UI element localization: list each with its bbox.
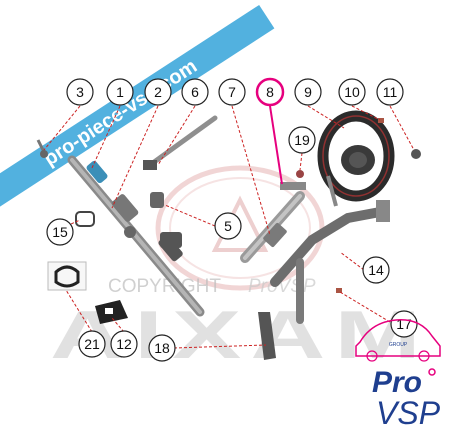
bellows-part bbox=[150, 192, 182, 248]
callout-12[interactable]: 12 bbox=[110, 330, 138, 358]
svg-text:21: 21 bbox=[84, 336, 100, 352]
pedal-support-part bbox=[270, 175, 390, 324]
watermark-copyright: COPYRIGHT bbox=[108, 276, 221, 297]
steering-nut-part bbox=[411, 149, 421, 159]
callout-1[interactable]: 1 bbox=[106, 78, 134, 106]
svg-text:6: 6 bbox=[191, 84, 199, 100]
site-banner-text: pro-piece-vsp.com bbox=[40, 55, 201, 170]
callout-8-highlighted[interactable]: 8 bbox=[255, 77, 285, 107]
callout-15[interactable]: 15 bbox=[46, 218, 74, 246]
brand-pro-text: Pro bbox=[372, 366, 422, 399]
callout-group: 1 2 3 5 6 7 8 9 10 11 12 14 15 17 18 19 … bbox=[46, 77, 418, 362]
svg-text:8: 8 bbox=[266, 84, 274, 100]
car-silhouette-icon bbox=[355, 319, 441, 357]
screw-part bbox=[378, 118, 384, 123]
callout-18[interactable]: 18 bbox=[148, 334, 176, 362]
svg-text:5: 5 bbox=[224, 218, 232, 234]
callout-7[interactable]: 7 bbox=[218, 78, 246, 106]
callout-5[interactable]: 5 bbox=[214, 212, 242, 240]
callout-9[interactable]: 9 bbox=[294, 78, 322, 106]
svg-text:12: 12 bbox=[116, 336, 132, 352]
callout-11[interactable]: 11 bbox=[376, 78, 404, 106]
svg-text:9: 9 bbox=[304, 84, 312, 100]
intermediate-shaft-part bbox=[143, 115, 218, 170]
svg-text:19: 19 bbox=[294, 132, 310, 148]
brand-vsp-text: VSP bbox=[376, 395, 441, 431]
washer-part bbox=[75, 211, 95, 227]
callout-3[interactable]: 3 bbox=[66, 78, 94, 106]
callout-6[interactable]: 6 bbox=[181, 78, 209, 106]
svg-text:11: 11 bbox=[383, 84, 398, 100]
callout-19[interactable]: 19 bbox=[288, 126, 316, 154]
clamp-part bbox=[47, 261, 87, 291]
svg-text:7: 7 bbox=[228, 84, 236, 100]
small-screw-part bbox=[336, 288, 342, 293]
callout-2[interactable]: 2 bbox=[144, 78, 172, 106]
leader-lines bbox=[43, 105, 415, 349]
steering-wheel-part bbox=[317, 110, 395, 202]
svg-text:18: 18 bbox=[154, 340, 170, 356]
pedal-part bbox=[258, 312, 276, 360]
svg-text:10: 10 bbox=[344, 84, 360, 100]
svg-text:3: 3 bbox=[76, 84, 84, 100]
callout-21[interactable]: 21 bbox=[78, 330, 106, 358]
svg-text:1: 1 bbox=[116, 84, 124, 100]
brand-group-tag: GROUP bbox=[389, 342, 408, 348]
site-banner: pro-piece-vsp.com bbox=[0, 4, 275, 220]
svg-text:17: 17 bbox=[396, 316, 412, 332]
callout-17[interactable]: 17 bbox=[390, 310, 418, 338]
callout-14[interactable]: 14 bbox=[362, 256, 390, 284]
brand-accent-dot bbox=[428, 368, 436, 376]
bolt-part bbox=[36, 139, 48, 158]
highlight-leader-line bbox=[269, 105, 283, 185]
svg-text:14: 14 bbox=[368, 262, 384, 278]
provsp-brand-logo: GROUP Pro VSP bbox=[355, 319, 441, 431]
plate-part bbox=[95, 300, 128, 324]
steering-column-part bbox=[240, 191, 305, 263]
column-bracket-part bbox=[280, 182, 306, 190]
svg-text:2: 2 bbox=[154, 84, 162, 100]
svg-text:15: 15 bbox=[52, 224, 68, 240]
nut-part bbox=[296, 170, 304, 178]
watermark-logo bbox=[155, 165, 325, 291]
callout-10[interactable]: 10 bbox=[338, 78, 366, 106]
